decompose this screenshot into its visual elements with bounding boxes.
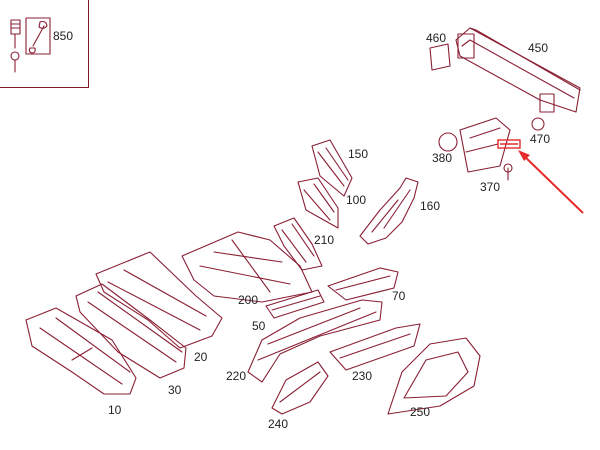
callout-160: 160 [420, 199, 441, 213]
part-380-crash-box [438, 117, 545, 173]
part-220-rear-member [247, 299, 383, 383]
fastener-legend-box [0, 0, 89, 88]
callout-380: 380 [432, 151, 453, 165]
callout-30: 30 [168, 383, 182, 397]
callout-200: 200 [238, 293, 259, 307]
part-460-pad [429, 43, 451, 71]
part-150-bracket [311, 139, 353, 197]
callout-370: 370 [480, 180, 501, 194]
callout-470: 470 [530, 132, 551, 146]
part-50-crossmember [265, 289, 325, 319]
highlighted-part [497, 139, 521, 149]
wrench-icon [25, 17, 51, 55]
callout-150: 150 [348, 147, 369, 161]
callout-10: 10 [108, 403, 122, 417]
callout-70: 70 [392, 289, 406, 303]
part-20-side-member [95, 251, 223, 349]
part-230-rear-member [329, 323, 421, 371]
callout-230: 230 [352, 369, 373, 383]
part-450-bumper-beam [455, 27, 581, 113]
part-200-floor-pan [181, 231, 313, 303]
part-30-rocker [75, 283, 187, 379]
part-240-bracket [271, 361, 329, 415]
callout-450: 450 [528, 41, 549, 55]
part-210-tunnel-brace [273, 217, 323, 271]
callout-220: 220 [226, 369, 247, 383]
callout-100: 100 [346, 193, 367, 207]
part-250-wheelhouse [387, 337, 481, 415]
part-370-bolt [503, 163, 513, 181]
callout-240: 240 [268, 417, 289, 431]
callout-850: 850 [53, 29, 74, 43]
part-70-crossmember [327, 267, 399, 301]
callout-460: 460 [426, 31, 447, 45]
bolt-icon [10, 19, 21, 73]
callout-20: 20 [194, 350, 208, 364]
part-160-member [359, 177, 419, 245]
callout-210: 210 [314, 233, 335, 247]
callout-50: 50 [252, 319, 266, 333]
pointer-arrow [518, 150, 584, 214]
part-100-bracket [297, 177, 339, 229]
part-10-floor-front [25, 307, 137, 395]
callout-250: 250 [410, 405, 431, 419]
